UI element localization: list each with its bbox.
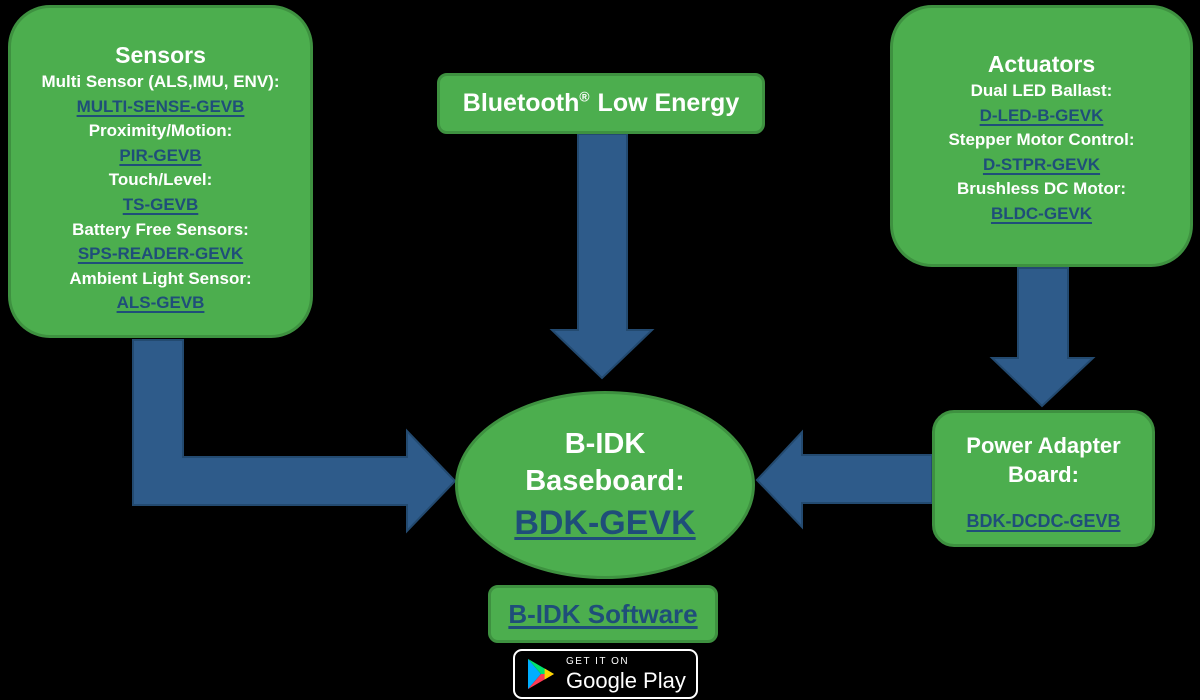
sensor-link-ts[interactable]: TS-GEVB — [122, 194, 199, 214]
google-play-badge[interactable]: GET IT ON Google Play — [513, 649, 698, 699]
power-adapter-link-bdk-dcdc[interactable]: BDK-DCDC-GEVB — [966, 511, 1121, 531]
arrow-actuators-to-power — [989, 267, 1096, 408]
sensor-link-als[interactable]: ALS-GEVB — [116, 293, 205, 313]
actuator-label: Brushless DC Motor: — [956, 179, 1127, 199]
bluetooth-low-energy-box: Bluetooth®Low Energy — [437, 73, 765, 134]
arrow-bluetooth-to-baseboard — [549, 133, 655, 380]
software-link-b-idk[interactable]: B-IDK Software — [508, 598, 698, 629]
actuators-title: Actuators — [987, 51, 1096, 77]
registered-trademark-symbol: ® — [579, 89, 590, 105]
actuator-link-d-led-b[interactable]: D-LED-B-GEVK — [979, 105, 1104, 125]
bluetooth-label: Bluetooth®Low Energy — [462, 89, 740, 117]
power-adapter-title: Power Adapter Board: — [966, 433, 1121, 487]
software-box: B-IDK Software — [488, 585, 718, 643]
sensor-label: Touch/Level: — [108, 170, 213, 190]
sensor-link-sps-reader[interactable]: SPS-READER-GEVK — [77, 244, 244, 264]
google-play-tagline: GET IT ON — [566, 655, 630, 667]
actuator-link-bldc[interactable]: BLDC-GEVK — [990, 203, 1093, 223]
sensor-link-multi-sense[interactable]: MULTI-SENSE-GEVB — [76, 96, 245, 116]
baseboard-ellipse: B-IDK Baseboard: BDK-GEVK — [455, 391, 755, 579]
power-adapter-box: Power Adapter Board: BDK-DCDC-GEVB — [932, 410, 1155, 547]
sensor-label: Ambient Light Sensor: — [69, 268, 252, 288]
actuator-label: Dual LED Ballast: — [970, 81, 1113, 100]
baseboard-title: B-IDK — [564, 428, 646, 460]
sensor-label: Multi Sensor (ALS,IMU, ENV): — [41, 72, 280, 91]
actuator-label: Stepper Motor Control: — [948, 130, 1135, 150]
sensors-title: Sensors — [115, 42, 206, 68]
baseboard-link-bdk-gevk[interactable]: BDK-GEVK — [514, 504, 696, 542]
arrow-power-to-baseboard — [755, 429, 933, 530]
sensor-label: Proximity/Motion: — [88, 121, 233, 141]
google-play-store-name: Google Play — [566, 667, 686, 693]
google-play-text: GET IT ON Google Play — [566, 656, 686, 693]
actuator-link-d-stpr[interactable]: D-STPR-GEVK — [982, 154, 1101, 174]
sensors-box: Sensors Multi Sensor (ALS,IMU, ENV): MUL… — [8, 5, 313, 338]
google-play-icon — [528, 658, 554, 690]
actuators-box: Actuators Dual LED Ballast: D-LED-B-GEVK… — [890, 5, 1193, 267]
sensor-link-pir[interactable]: PIR-GEVB — [119, 145, 202, 165]
baseboard-title: Baseboard: — [525, 465, 685, 497]
arrow-sensors-to-baseboard — [132, 339, 457, 534]
sensor-label: Battery Free Sensors: — [72, 219, 249, 239]
